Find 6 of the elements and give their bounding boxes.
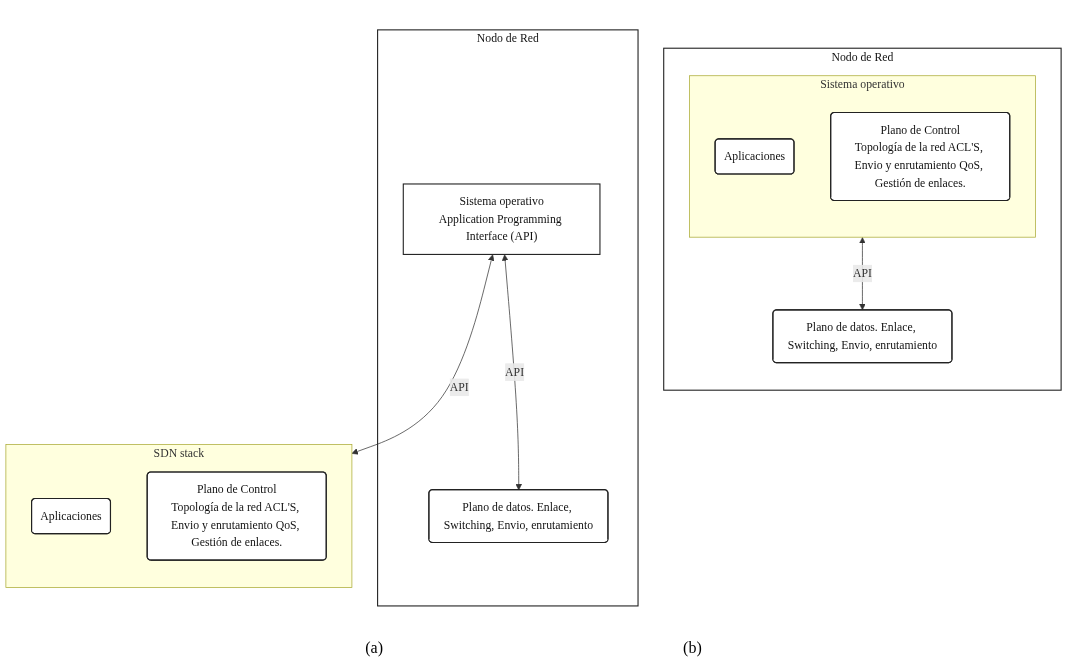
figure-label: (a) [365, 639, 384, 657]
edge-label: API [852, 266, 872, 279]
edge-label: API [449, 380, 469, 393]
node-box: Sistema operativo Application Programming Interface (API) [402, 183, 601, 255]
edge-label: API [505, 365, 525, 378]
figure-label: (b) [683, 639, 702, 657]
